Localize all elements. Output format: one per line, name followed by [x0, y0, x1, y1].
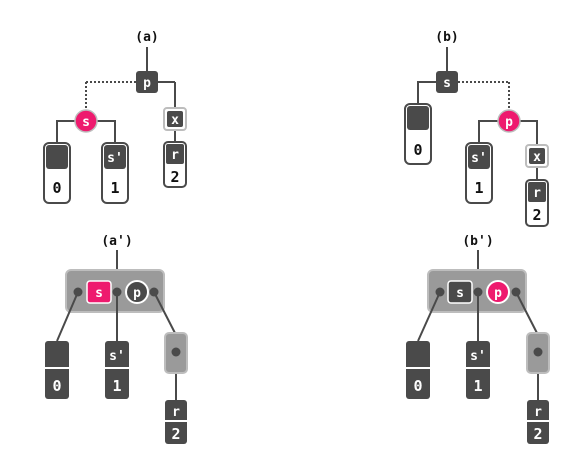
panel-b: (b) s p 0 s' 1 x r 2: [404, 30, 549, 227]
node-s-accent: [74, 109, 98, 133]
node-p-accent: [497, 109, 521, 133]
node-p-label: p: [143, 76, 151, 91]
leaf-sprime-top-label: s': [109, 349, 125, 364]
port-dot-middle: [112, 287, 122, 297]
port-dot-middle: [473, 287, 483, 297]
caption-a: (a): [135, 30, 158, 45]
leaf-zero-label: 0: [52, 179, 61, 197]
node-s-label: s: [456, 286, 464, 301]
leaf-sprime-head: [104, 145, 126, 169]
caption-b: (b): [435, 30, 458, 45]
leaf-r-bottom-label: 2: [170, 168, 179, 186]
port-dot-left: [73, 287, 83, 297]
leaf-r-top-label: r: [533, 186, 541, 201]
empty-node-port-dot: [533, 347, 543, 357]
node-p-accent: [486, 280, 510, 304]
port-dot-left: [435, 287, 445, 297]
node-p-circle: [125, 280, 149, 304]
caption-a-prime: (a'): [101, 234, 132, 249]
leaf-r-bottom-label: 2: [532, 206, 541, 224]
leaf-zero-label: 0: [413, 141, 422, 159]
leaf-r-top-label: r: [534, 405, 542, 420]
leaf-zero: [406, 341, 430, 399]
edge-group-zero: [56, 291, 79, 342]
leaf-zero-head: [407, 106, 429, 130]
edge-s-zero: [56, 120, 78, 145]
node-x: [529, 148, 545, 164]
leaf-r-head: [166, 144, 184, 164]
port-dot-right: [149, 287, 159, 297]
leaf-r-bottom-label: 2: [533, 425, 542, 443]
edge-s-sprime: [94, 120, 116, 145]
node-p: [136, 71, 158, 93]
leaf-zero-label: 0: [52, 377, 61, 395]
port-dot-right: [511, 287, 521, 297]
node-s: [436, 71, 458, 93]
leaf-sprime-top-label: s': [107, 151, 123, 166]
node-x-label: x: [533, 150, 541, 165]
leaf-sprime-top-label: s': [470, 349, 486, 364]
leaf-sprime: [466, 341, 490, 399]
leaf-zero-label: 0: [413, 377, 422, 395]
edge-group-zero: [417, 291, 441, 342]
panel-a-prime: (a') s p 0 s' 1 r 2: [45, 234, 188, 444]
leaf-sprime-bottom-label: 1: [473, 377, 482, 395]
leaf-r-top-label: r: [172, 405, 180, 420]
node-x-label: x: [171, 113, 179, 128]
leaf-r-bottom-label: 2: [171, 425, 180, 443]
leaf-sprime-bottom-label: 1: [110, 179, 119, 197]
leaf-sprime-top-label: s': [471, 151, 487, 166]
node-s-label: s: [82, 115, 90, 130]
node-x: [167, 111, 183, 127]
leaf-zero-head: [46, 145, 68, 169]
leaf-sprime: [105, 341, 129, 399]
edge-p-x: [517, 120, 538, 146]
edge-s-zero: [417, 81, 436, 106]
leaf-r-top-label: r: [171, 148, 179, 163]
node-s-accent: [86, 280, 112, 304]
node-s-label: s: [95, 286, 103, 301]
panel-b-prime: (b') s p 0 s' 1 r 2: [406, 234, 550, 444]
edge-p-sprime: [478, 120, 501, 145]
leaf-sprime-head: [468, 145, 490, 169]
edge-group-right: [153, 291, 177, 336]
leaf-r-head: [528, 182, 546, 202]
empty-node-port-dot: [171, 347, 181, 357]
node-s: [447, 280, 473, 304]
panel-a: (a) p s x 0 s' 1 r 2: [43, 30, 187, 204]
caption-b-prime: (b'): [462, 234, 493, 249]
leaf-sprime-bottom-label: 1: [474, 179, 483, 197]
leaf-sprime-bottom-label: 1: [112, 377, 121, 395]
node-p-label: p: [505, 115, 513, 130]
leaf-zero: [45, 341, 69, 399]
edge-group-right: [515, 291, 539, 336]
node-p-label: p: [494, 286, 502, 301]
node-s-label: s: [443, 76, 451, 91]
node-p-label: p: [133, 286, 141, 301]
